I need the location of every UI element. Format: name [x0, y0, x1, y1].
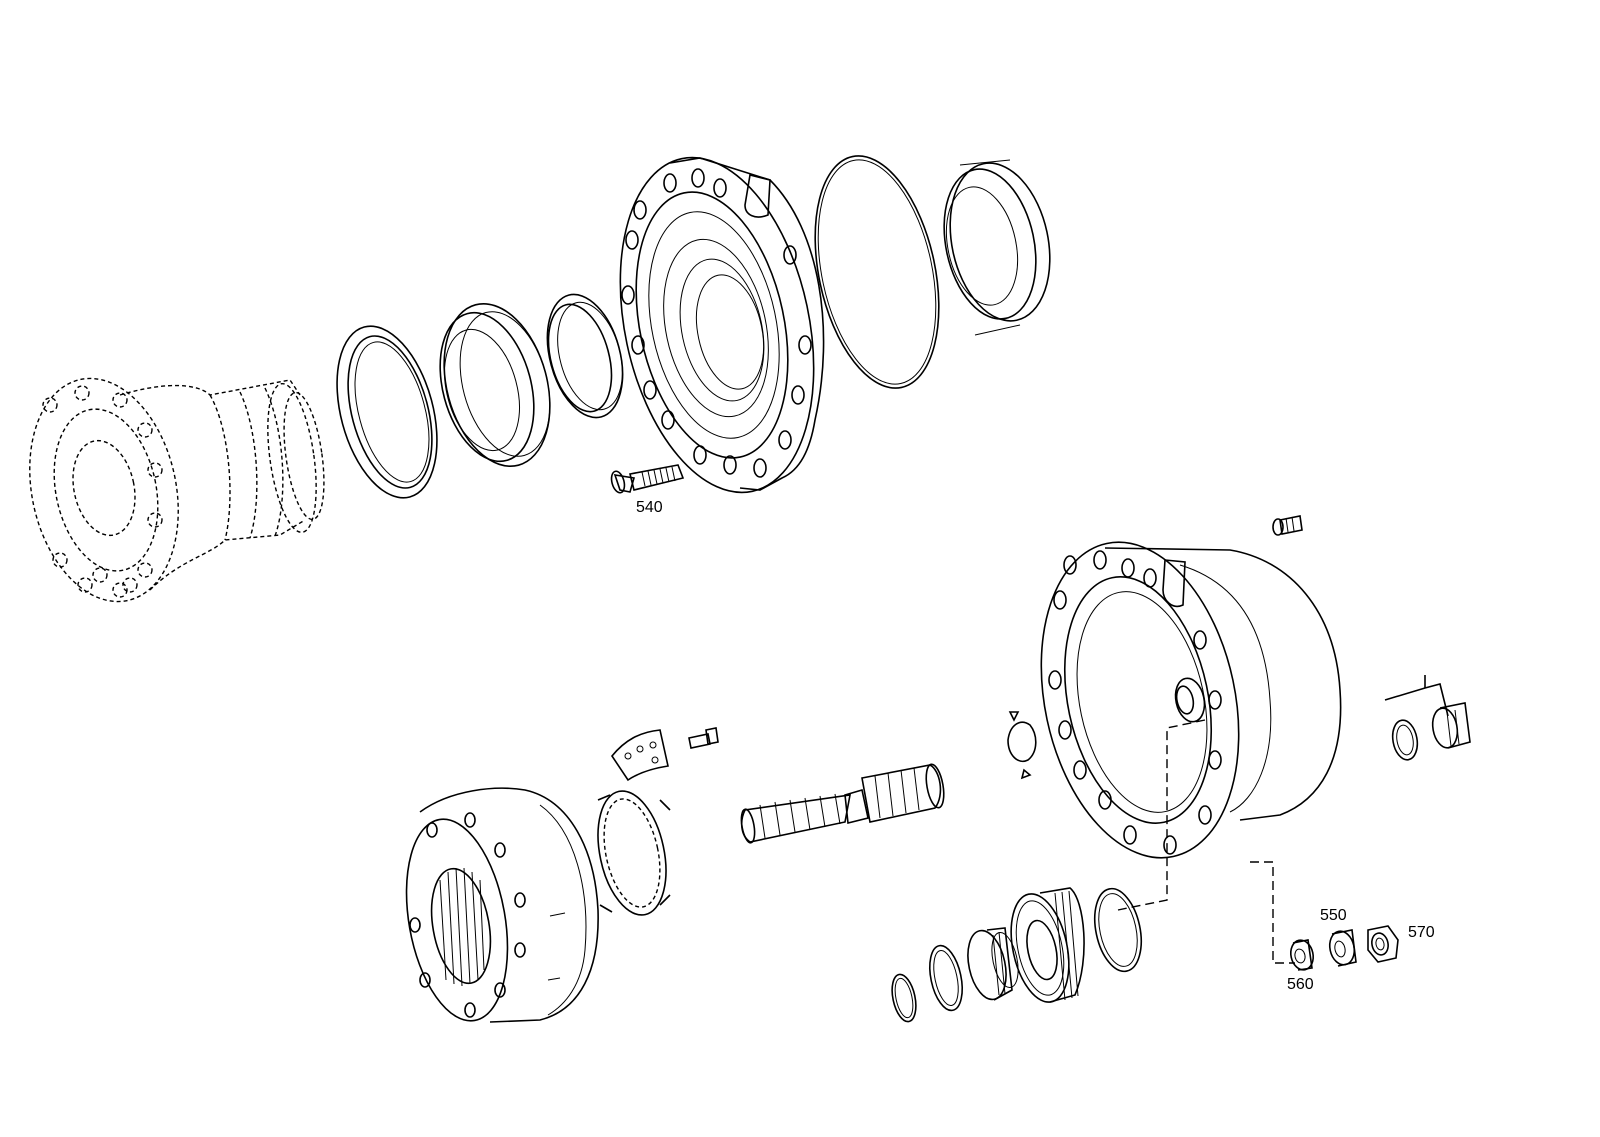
snap-ring-small	[891, 973, 917, 1023]
hex-screw-top	[1272, 515, 1303, 536]
callout-570: 570	[1408, 924, 1435, 941]
leader-lines	[1117, 719, 1295, 964]
callout-540: 540	[636, 499, 663, 516]
drain-plug-assembly	[1384, 675, 1471, 761]
wheel-hub-dashed	[29, 377, 325, 603]
wheel-stud-540	[610, 464, 685, 494]
cylindrical-roller-bearing	[943, 159, 1051, 336]
thrust-ring	[1093, 887, 1143, 973]
planet-carrier	[405, 787, 599, 1023]
seal-ring	[336, 325, 438, 499]
callout-560: 560	[1287, 976, 1314, 993]
planetary-housing	[1040, 541, 1342, 859]
small-screw	[688, 727, 719, 749]
callout-550: 550	[1320, 907, 1347, 924]
tapered-roller-bearing-outer	[439, 302, 551, 468]
needle-bearing	[967, 927, 1019, 1001]
spacer-550	[1328, 929, 1357, 967]
snap-ring-medium	[929, 944, 963, 1012]
bearing-cup	[546, 293, 624, 419]
hex-nut-570	[1367, 925, 1399, 963]
washer-560	[1289, 939, 1315, 971]
o-ring-large	[814, 155, 940, 389]
planet-gear	[1010, 887, 1085, 1003]
hub-carrier-flange	[619, 156, 825, 494]
lock-tab-washer	[1007, 711, 1037, 780]
lock-ring-nut	[597, 790, 671, 916]
retaining-plate	[611, 729, 669, 782]
splined-shaft	[740, 763, 945, 844]
